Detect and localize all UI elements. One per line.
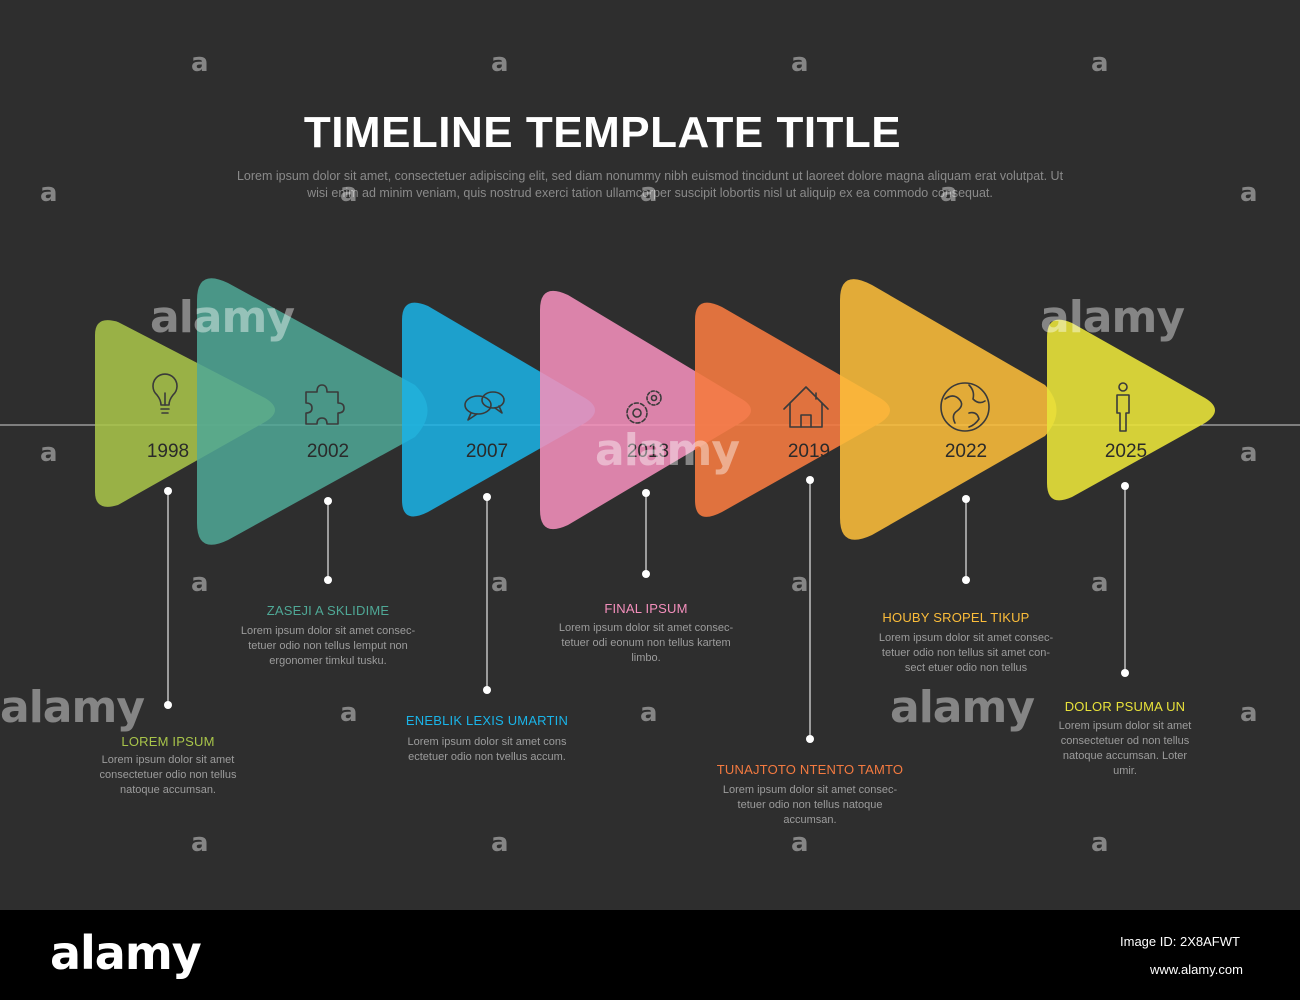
milestone-2022-year: 2022 [945,441,987,462]
milestone-2025-description: Lorem ipsum dolor sit amet consectetuer … [1035,719,1215,779]
chat-bubbles-icon [464,391,505,421]
milestone-2002-year: 2002 [307,441,349,462]
footer-image-id: Image ID: 2X8AFWT [1120,934,1240,949]
desc-line: Lorem ipsum dolor sit amet consec- [722,784,898,796]
milestone-2022-dot-top [962,495,970,503]
desc-line: umir. [1113,765,1137,777]
milestone-2019-dot-bottom [806,735,814,743]
milestone-2013-dot-bottom [642,570,650,578]
milestone-2002-label: ZASEJI A SKLIDIME [266,603,390,618]
desc-line: accumsan. [783,814,837,826]
milestone-2013-triangle [540,290,751,530]
milestone-2002-description: Lorem ipsum dolor sit amet consec- tetue… [218,624,438,669]
milestone-1998-dot-bottom [164,701,172,709]
years-layer: 1998 2002 2007 2013 2019 2022 2025 [147,441,1147,462]
milestone-2019-year: 2019 [788,441,830,462]
milestone-2025-dot-top [1121,482,1129,490]
milestone-2019-description: Lorem ipsum dolor sit amet consec- tetue… [700,783,920,828]
milestone-1998-triangle [95,320,275,507]
milestone-2022-triangle [840,279,1057,540]
triangles-layer [95,278,1215,545]
milestone-2002-dot-top [324,497,332,505]
desc-line: Lorem ipsum dolor sit amet consec- [240,625,416,637]
page-subtitle: Lorem ipsum dolor sit amet, consectetuer… [200,168,1100,202]
subtitle-line-2: wisi enim ad minim veniam, quis nostrud … [307,186,993,200]
milestone-2013-dot-top [642,489,650,497]
desc-line: limbo. [631,652,661,664]
desc-line: tetuer odio non tellus natoque [737,799,883,811]
milestone-2019-triangle [695,302,890,517]
desc-line: Lorem ipsum dolor sit amet consec- [558,622,734,634]
milestone-2002-dot-bottom [324,576,332,584]
desc-line: tetuer odio non tellus lemput non [248,640,408,652]
milestone-2013-description: Lorem ipsum dolor sit amet consec- tetue… [536,621,756,666]
milestone-2025-year: 2025 [1105,441,1147,462]
milestone-2022-description: Lorem ipsum dolor sit amet consec- tetue… [856,631,1076,676]
desc-line: Lorem ipsum dolor sit amet consec- [878,632,1054,644]
milestone-2007-dot-bottom [483,686,491,694]
desc-line: Lorem ipsum dolor sit amet [1058,720,1192,732]
milestone-2007-dot-top [483,493,491,501]
desc-line: consectetuer odio non tellus [99,769,237,781]
desc-line: Lorem ipsum dolor sit amet cons [407,736,567,748]
desc-line: Lorem ipsum dolor sit amet [101,754,235,766]
desc-line: natoque accumsan. Loter [1062,750,1188,762]
desc-line: sect etuer odio non tellus [904,662,1028,674]
milestone-2025-label: DOLOR PSUMA UN [1064,699,1186,714]
connectors-layer [164,476,1129,743]
house-icon [783,386,829,428]
icons-layer [152,373,1130,432]
desc-line: natoque accumsan. [119,784,216,796]
milestone-1998-label: LOREM IPSUM [121,734,215,749]
milestone-1998-dot-top [164,487,172,495]
milestone-2013-label: FINAL IPSUM [604,601,688,616]
person-icon [1116,382,1130,432]
desc-line: ergonomer timkul tusku. [269,655,387,667]
desc-line: ectetuer odio non tvellus accum. [408,751,566,763]
gears-icon [626,390,662,424]
page-title: TIMELINE TEMPLATE TITLE [303,108,902,157]
footer-bar [0,910,1300,1000]
milestone-2007-year: 2007 [466,441,508,462]
puzzle-icon [305,384,345,425]
lightbulb-icon [152,373,178,414]
subtitle-line-1: Lorem ipsum dolor sit amet, consectetuer… [236,169,1064,183]
milestone-2002-triangle [197,278,428,545]
footer-site: www.alamy.com [1150,962,1243,977]
milestone-2007-description: Lorem ipsum dolor sit amet cons ectetuer… [377,735,597,765]
milestone-2022-dot-bottom [962,576,970,584]
globe-icon [940,382,990,432]
milestone-2019-dot-top [806,476,814,484]
desc-line: tetuer odi eonum non tellus kartem [561,637,731,649]
milestone-2025-dot-bottom [1121,669,1129,677]
milestone-2022-label: HOUBY SROPEL TIKUP [882,610,1030,625]
milestone-2019-label: TUNAJTOTO NTENTO TAMTO [716,762,904,777]
milestone-1998-year: 1998 [147,441,189,462]
milestone-2025-triangle [1047,319,1215,501]
milestone-2007-label: ENEBLIK LEXIS UMARTIN [405,713,569,728]
milestone-2013-year: 2013 [627,441,669,462]
desc-line: consectetuer od non tellus [1060,735,1190,747]
footer-brand-logo: alamy [50,926,202,980]
milestone-1998-description: Lorem ipsum dolor sit amet consectetuer … [78,753,258,798]
desc-line: tetuer odio non tellus sit amet con- [881,647,1051,659]
